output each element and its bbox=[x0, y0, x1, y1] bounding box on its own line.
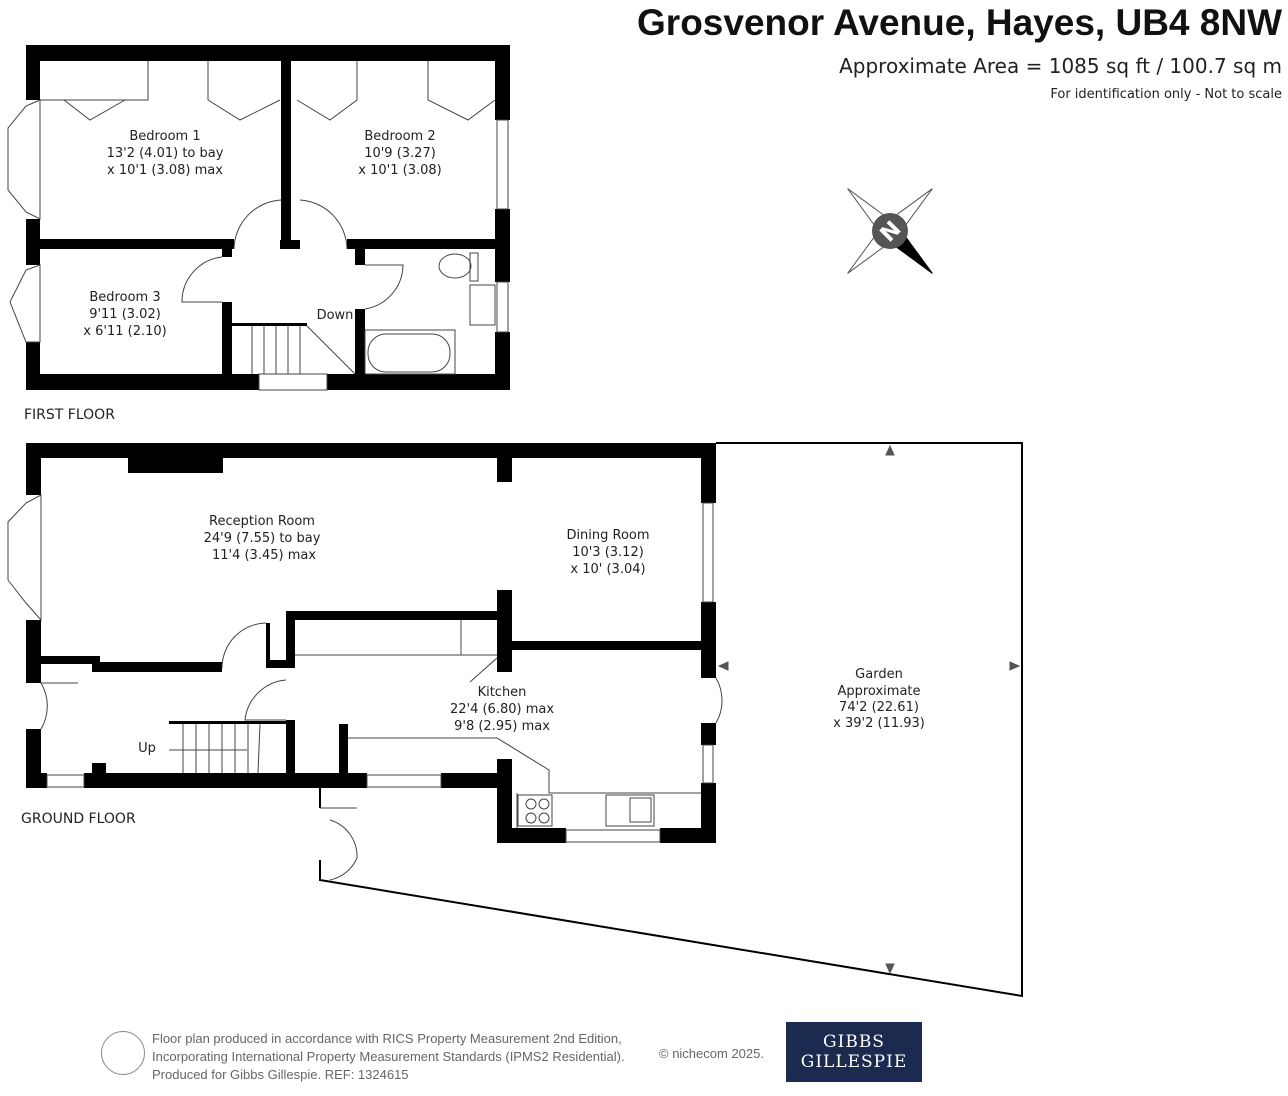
footer-line-2: Incorporating International Property Mea… bbox=[152, 1049, 625, 1064]
approximate-area: Approximate Area = 1085 sq ft / 100.7 sq… bbox=[839, 54, 1282, 78]
logo-line-2: GILLESPIE bbox=[800, 1052, 908, 1072]
bedroom-1-dim1: 13'2 (4.01) to bay bbox=[107, 146, 224, 161]
stairs-up-label: Up bbox=[138, 741, 156, 756]
garden-name: Garden bbox=[855, 667, 903, 682]
footer-disclaimer: Floor plan produced in accordance with R… bbox=[152, 1030, 625, 1084]
bedroom-2-dim2: x 10'1 (3.08) bbox=[358, 163, 441, 178]
garden-dim2: x 39'2 (11.93) bbox=[833, 716, 925, 731]
kitchen-dim2: 9'8 (2.95) max bbox=[454, 719, 550, 734]
logo-line-1: GIBBS bbox=[823, 1032, 885, 1052]
reception-room-dim1: 24'9 (7.55) to bay bbox=[204, 531, 321, 546]
first-floor-plan bbox=[26, 45, 510, 390]
first-floor-label: FIRST FLOOR bbox=[24, 407, 115, 423]
bedroom-3-dim2: x 6'11 (2.10) bbox=[83, 324, 166, 339]
reception-room-name: Reception Room bbox=[209, 514, 315, 529]
kitchen-name: Kitchen bbox=[478, 685, 527, 700]
bedroom-2-dim1: 10'9 (3.27) bbox=[364, 146, 436, 161]
copyright: © nichecom 2025. bbox=[659, 1046, 764, 1061]
garden-dim1: 74'2 (22.61) bbox=[839, 700, 919, 715]
dining-room-dim1: 10'3 (3.12) bbox=[572, 545, 644, 560]
bedroom-2-name: Bedroom 2 bbox=[364, 129, 435, 144]
kitchen-dim1: 22'4 (6.80) max bbox=[450, 702, 554, 717]
garden-boundary bbox=[319, 442, 1023, 998]
footer-line-1: Floor plan produced in accordance with R… bbox=[152, 1031, 622, 1046]
ground-floor-plan bbox=[26, 443, 716, 843]
property-title: Grosvenor Avenue, Hayes, UB4 8NW bbox=[637, 2, 1282, 43]
scale-note: For identification only - Not to scale bbox=[1050, 87, 1282, 102]
gibbs-gillespie-logo: GIBBS GILLESPIE bbox=[786, 1022, 922, 1082]
reception-room-dim2: 11'4 (3.45) max bbox=[212, 548, 316, 563]
ground-floor-label: GROUND FLOOR bbox=[21, 811, 136, 827]
ground-floor-fixtures bbox=[7, 494, 723, 881]
dining-room-name: Dining Room bbox=[566, 528, 649, 543]
dining-room-dim2: x 10' (3.04) bbox=[570, 562, 645, 577]
bedroom-1-dim2: x 10'1 (3.08) max bbox=[107, 163, 223, 178]
bedroom-3-dim1: 9'11 (3.02) bbox=[89, 307, 161, 322]
compass-icon: N bbox=[847, 188, 933, 274]
bedroom-3-name: Bedroom 3 bbox=[89, 290, 160, 305]
garden-dimension-arrows bbox=[717, 444, 1021, 975]
first-floor-fixtures bbox=[7, 61, 509, 391]
person-scale-icon bbox=[101, 1031, 145, 1075]
bedroom-1-name: Bedroom 1 bbox=[129, 129, 200, 144]
garden-dim0: Approximate bbox=[837, 684, 920, 699]
stairs-down-label: Down bbox=[317, 308, 354, 323]
footer-line-3: Produced for Gibbs Gillespie. REF: 13246… bbox=[152, 1067, 409, 1082]
